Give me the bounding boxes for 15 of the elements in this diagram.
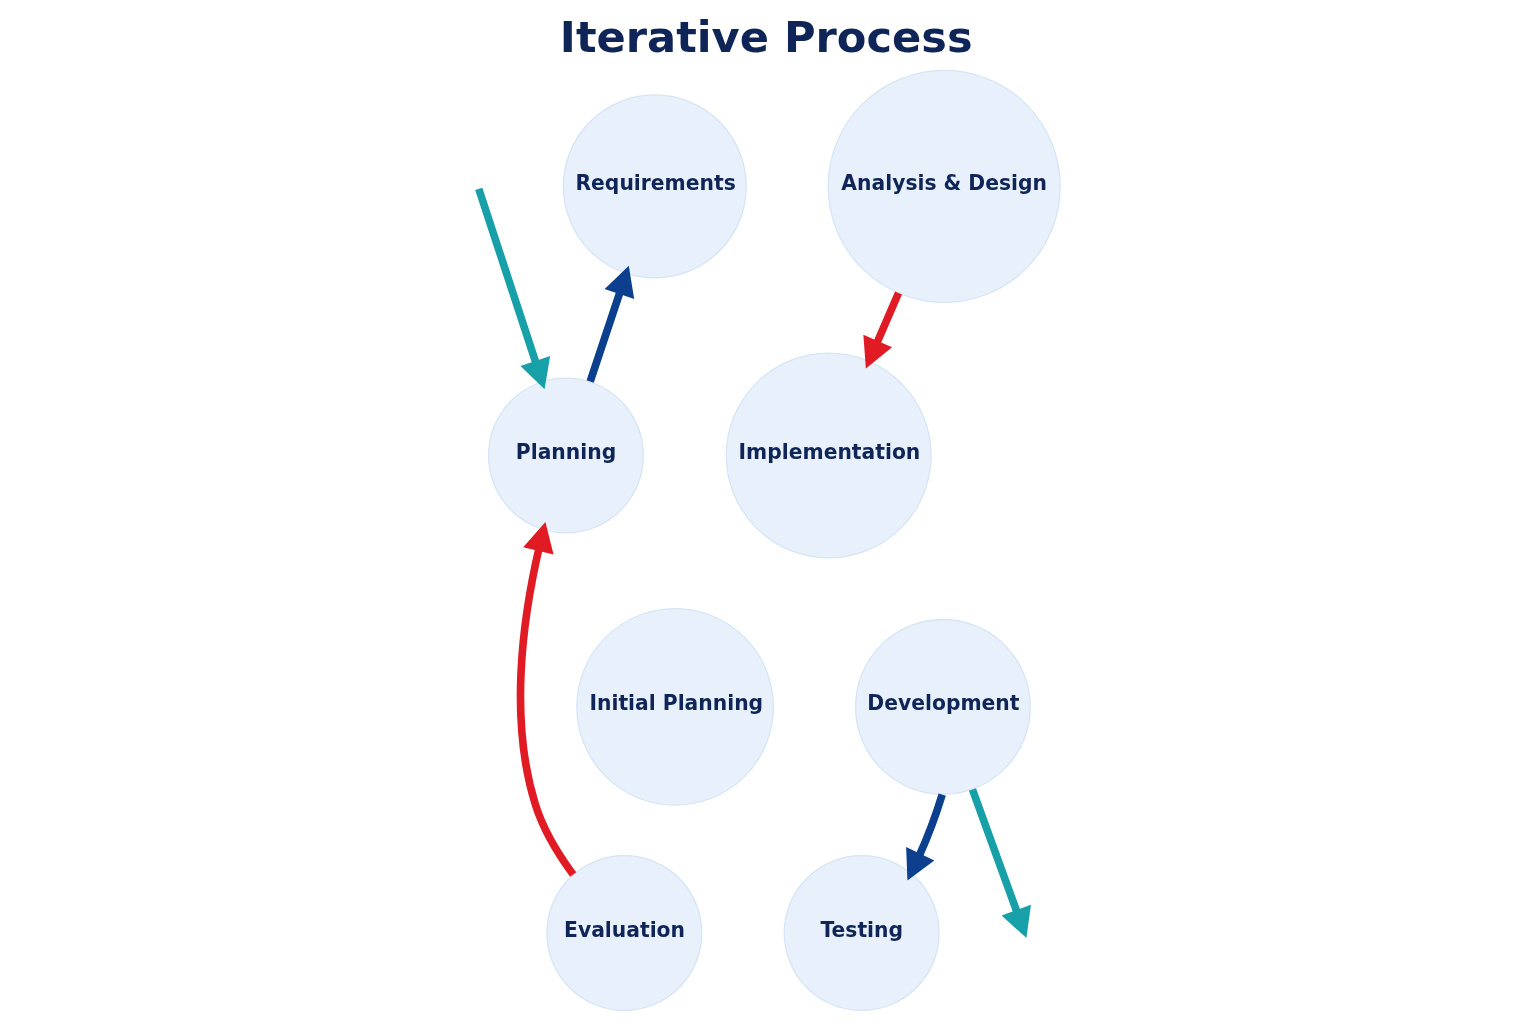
node-circle: Requirements — [562, 94, 747, 279]
node-circle: Planning — [487, 377, 644, 534]
node-circle: Implementation — [725, 352, 932, 559]
diagram-title: Iterative Process — [559, 11, 973, 62]
node-circle: Testing — [783, 855, 940, 1012]
node-circle: Initial Planning — [576, 607, 774, 806]
node-circle: Development — [854, 618, 1031, 795]
arrow — [516, 521, 577, 877]
arrow — [906, 793, 946, 881]
node-circle: Analysis & Design — [827, 69, 1061, 304]
arrow — [475, 187, 551, 390]
arrow — [863, 291, 902, 369]
arrow — [968, 788, 1031, 939]
arrow — [586, 265, 635, 383]
node-circle: Evaluation — [546, 855, 703, 1012]
